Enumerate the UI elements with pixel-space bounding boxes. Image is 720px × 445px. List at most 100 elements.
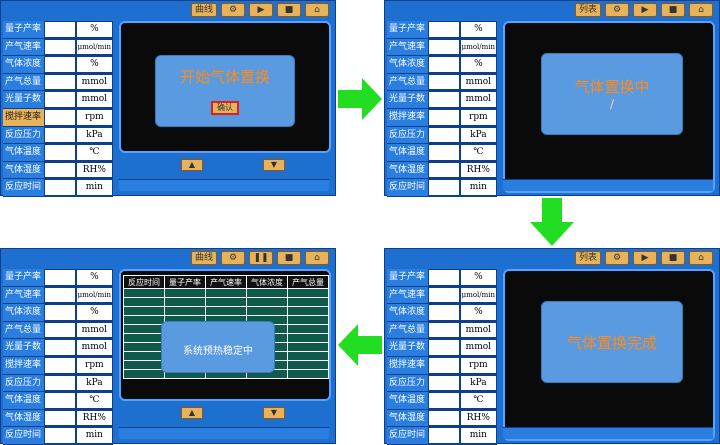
- stop-icon[interactable]: ■: [277, 3, 301, 17]
- replacing-dialog: 气体置换中 /: [541, 53, 683, 135]
- param-value: [428, 392, 460, 409]
- param-value: [44, 374, 76, 392]
- param-label: 气体浓度: [387, 56, 429, 73]
- param-row: 气体温度℃: [3, 144, 114, 162]
- param-unit: %: [75, 56, 114, 73]
- settings-icon[interactable]: ⚙: [221, 3, 245, 17]
- scroll-up-button[interactable]: ▲: [181, 407, 203, 419]
- param-row: 量子产率%: [3, 269, 114, 287]
- param-unit: RH%: [75, 161, 114, 179]
- confirm-button[interactable]: 确认: [211, 101, 239, 115]
- param-value: [428, 73, 460, 91]
- param-value: [44, 144, 76, 161]
- param-unit: min: [459, 179, 498, 196]
- param-label: 量子产率: [387, 269, 429, 286]
- home-icon[interactable]: ⌂: [305, 3, 329, 17]
- param-label: 气体浓度: [387, 304, 429, 321]
- param-label: 气体湿度: [387, 161, 429, 179]
- dialog-title: 开始气体置换: [179, 68, 270, 86]
- param-label: 反应时间: [387, 427, 429, 444]
- param-row: 量子产率%: [387, 21, 498, 39]
- scroll-buttons: ▲ ▼: [181, 159, 285, 171]
- param-label: 搅拌速率: [3, 108, 45, 126]
- param-unit: rpm: [75, 108, 114, 126]
- table-row: [123, 288, 329, 298]
- home-icon[interactable]: ⌂: [689, 3, 713, 17]
- param-label: 气体湿度: [3, 161, 45, 179]
- dialog-title: 系统预热稳定中: [183, 346, 253, 357]
- param-unit: min: [75, 427, 114, 444]
- param-unit: min: [459, 427, 498, 444]
- param-unit: mmol: [75, 91, 114, 108]
- stop-icon[interactable]: ■: [277, 251, 301, 265]
- table-header: 量子产率: [164, 275, 206, 289]
- display-screen: 气体置换完成: [503, 269, 715, 441]
- param-row: 气体浓度%: [3, 304, 114, 322]
- param-unit: %: [75, 269, 114, 286]
- param-value: [44, 409, 76, 427]
- play-icon[interactable]: ▶: [249, 3, 273, 17]
- settings-icon[interactable]: ⚙: [221, 251, 245, 265]
- param-value: [44, 427, 76, 444]
- stop-icon[interactable]: ■: [661, 3, 685, 17]
- scroll-down-button[interactable]: ▼: [263, 407, 285, 419]
- param-label: 反应时间: [3, 427, 45, 444]
- list-button[interactable]: 列表: [575, 3, 601, 17]
- home-icon[interactable]: ⌂: [689, 251, 713, 265]
- param-unit: rpm: [459, 356, 498, 374]
- preheating-dialog: 系统预热稳定中: [161, 321, 275, 373]
- toolbar: 列表 ⚙ ▶ ■ ⌂: [575, 3, 713, 17]
- param-unit: mmol: [459, 339, 498, 356]
- pause-icon[interactable]: ❚❚: [249, 251, 273, 265]
- param-unit: μmol/min: [75, 38, 114, 56]
- table-header: 反应时间: [123, 275, 165, 289]
- param-row: 气体浓度%: [3, 56, 114, 74]
- curve-button[interactable]: 曲线: [191, 3, 217, 17]
- scroll-down-button[interactable]: ▼: [263, 159, 285, 171]
- param-value: [428, 179, 460, 196]
- param-value: [428, 91, 460, 108]
- status-bar: [503, 179, 713, 191]
- curve-button[interactable]: 曲线: [191, 251, 217, 265]
- param-label: 反应压力: [3, 126, 45, 144]
- param-value: [44, 356, 76, 374]
- complete-dialog: 气体置换完成: [541, 301, 683, 383]
- play-icon[interactable]: ▶: [633, 251, 657, 265]
- param-value: [44, 304, 76, 321]
- toolbar: 列表 ⚙ ▶ ■ ⌂: [575, 251, 713, 265]
- table-row: [123, 306, 329, 316]
- param-unit: %: [75, 21, 114, 38]
- stop-icon[interactable]: ■: [661, 251, 685, 265]
- param-value: [44, 286, 76, 304]
- param-label: 搅拌速率: [3, 356, 45, 374]
- dialog-title: 气体置换完成: [566, 334, 657, 352]
- settings-icon[interactable]: ⚙: [605, 251, 629, 265]
- param-label: 光量子数: [387, 339, 429, 356]
- param-unit: kPa: [459, 374, 498, 392]
- table-header: 气体浓度: [246, 275, 288, 289]
- param-value: [428, 409, 460, 427]
- arrow-down-icon: [530, 198, 574, 246]
- list-button[interactable]: 列表: [575, 251, 601, 265]
- param-label: 气体湿度: [387, 409, 429, 427]
- param-label: 光量子数: [3, 339, 45, 356]
- scroll-up-button[interactable]: ▲: [181, 159, 203, 171]
- param-value: [428, 304, 460, 321]
- home-icon[interactable]: ⌂: [305, 251, 329, 265]
- settings-icon[interactable]: ⚙: [605, 3, 629, 17]
- play-icon[interactable]: ▶: [633, 3, 657, 17]
- param-unit: min: [75, 179, 114, 196]
- param-label: 产气速率: [387, 38, 429, 56]
